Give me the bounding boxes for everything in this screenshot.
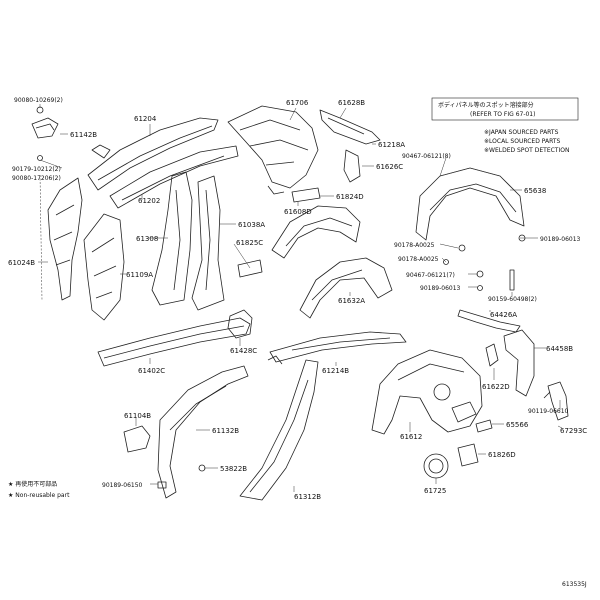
label-61104b: 61104B xyxy=(124,412,151,420)
label-61202: 61202 xyxy=(138,197,160,205)
label-90080-17206: 90080-17206(2) xyxy=(12,175,61,182)
label-61725: 61725 xyxy=(424,487,446,495)
label-90159-60498: 90159-60498(2) xyxy=(488,296,537,303)
label-61402c: 61402C xyxy=(138,367,165,375)
label-64458b: 64458B xyxy=(546,345,573,353)
part-65638-shape xyxy=(415,167,525,241)
part-61825c-shape xyxy=(237,259,263,278)
part-61612-shape xyxy=(371,349,483,435)
part-61706-shape xyxy=(227,105,319,195)
part-61632a-shape xyxy=(299,257,393,319)
label-61626c: 61626C xyxy=(376,163,403,171)
label-90467-06121-8: 90467-06121(8) xyxy=(402,153,451,160)
part-61824d-shape xyxy=(291,187,321,203)
label-90189-06013-a: 90189-06013 xyxy=(540,236,581,243)
part-wheelhouse-inner-shape xyxy=(271,205,361,259)
label-61308: 61308 xyxy=(136,235,158,243)
part-67293c-shape xyxy=(543,381,569,421)
part-65566-shape xyxy=(475,419,493,433)
part-61038a-shape xyxy=(191,175,225,311)
label-90178-a0025-a: 90178-A0025 xyxy=(394,242,435,249)
label-90189-06013-b: 90189-06013 xyxy=(420,285,461,292)
label-67293c: 67293C xyxy=(560,427,587,435)
label-61214b: 61214B xyxy=(322,367,349,375)
screw-90189-06150-shape xyxy=(157,481,167,489)
label-90119-06610: 90119-06610 xyxy=(528,408,569,415)
label-90178-a0025-b: 90178-A0025 xyxy=(398,256,439,263)
part-61308-shape xyxy=(151,171,193,306)
label-61706: 61706 xyxy=(286,99,309,107)
part-61109a-shape xyxy=(83,213,125,321)
label-64426a: 64426A xyxy=(490,311,517,319)
part-64458b-shape xyxy=(485,329,535,397)
label-65566: 65566 xyxy=(506,421,529,429)
label-61608d: 61608D xyxy=(284,208,312,216)
label-61109a: 61109A xyxy=(126,271,153,279)
legend-japan-sourced: ※JAPAN SOURCED PARTS xyxy=(484,129,559,136)
part-61142b-shape xyxy=(31,106,59,161)
part-labels: 90080-10269(2) 61142B 61204 61706 61628B… xyxy=(8,97,587,501)
part-61214b-shape xyxy=(269,331,407,363)
label-90189-06150: 90189-06150 xyxy=(102,482,143,489)
part-61428c-shape xyxy=(227,309,253,339)
label-61622d: 61622D xyxy=(482,383,510,391)
note-box-line1: ボディパネル等のスポット溶接部分 xyxy=(438,101,534,109)
part-61826d-shape xyxy=(457,443,479,467)
figure-id: 613535J xyxy=(562,581,587,588)
label-61824d: 61824D xyxy=(336,193,364,201)
leader-lines xyxy=(38,104,563,492)
part-61628b-shape xyxy=(319,109,381,145)
label-90467-06121-7: 90467-06121(7) xyxy=(406,272,455,279)
label-61632a: 61632A xyxy=(338,297,365,305)
part-61725-shape xyxy=(423,453,449,479)
part-61204-shape xyxy=(87,117,219,191)
fastener-group-right xyxy=(443,234,526,291)
part-61312b-shape xyxy=(239,355,319,501)
label-90179-10212: 90179-10212(2) xyxy=(12,166,61,173)
note-box-line2: (REFER TO FIG 67-01) xyxy=(470,111,535,118)
source-legend: ※JAPAN SOURCED PARTS ※LOCAL SOURCED PART… xyxy=(484,129,569,154)
label-61218a: 61218A xyxy=(378,141,405,149)
label-61142b: 61142B xyxy=(70,131,97,139)
label-61038a: 61038A xyxy=(238,221,265,229)
non-reusable-note-jp: ★ 再使用不可部品 xyxy=(8,480,57,488)
non-reusable-note-en: ★ Non-reusable part xyxy=(8,492,70,499)
label-61612: 61612 xyxy=(400,433,422,441)
legend-local-sourced: ※LOCAL SOURCED PARTS xyxy=(484,138,560,145)
non-reusable-legend: ★ 再使用不可部品 ★ Non-reusable part xyxy=(8,480,70,499)
label-61024b: 61024B xyxy=(8,259,35,267)
part-61402c-shape xyxy=(97,317,251,367)
label-53822b: 53822B xyxy=(220,465,247,473)
label-61628b: 61628B xyxy=(338,99,365,107)
label-61428c: 61428C xyxy=(230,347,257,355)
part-61132b-shape xyxy=(157,365,249,499)
part-61024b-shape xyxy=(39,174,83,301)
label-90080-10269: 90080-10269(2) xyxy=(14,97,63,104)
label-61204: 61204 xyxy=(134,115,157,123)
label-61825c: 61825C xyxy=(236,239,263,247)
legend-welded-spot: ※WELDED SPOT DETECTION xyxy=(484,147,569,154)
part-61626c-shape xyxy=(343,149,361,183)
reference-note-box: ボディパネル等のスポット溶接部分 (REFER TO FIG 67-01) xyxy=(431,97,579,121)
label-61826d: 61826D xyxy=(488,451,516,459)
part-61104b-shape xyxy=(123,425,151,453)
label-65638: 65638 xyxy=(524,187,546,195)
label-61312b: 61312B xyxy=(294,493,321,501)
label-61132b: 61132B xyxy=(212,427,239,435)
part-61202-shape xyxy=(109,145,239,209)
